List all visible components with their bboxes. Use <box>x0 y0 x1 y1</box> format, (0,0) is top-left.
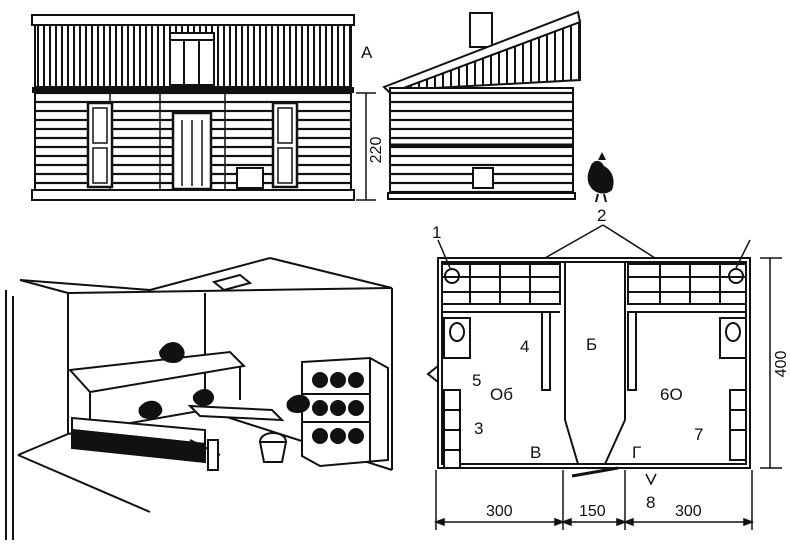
callout-1: 1 <box>432 223 441 242</box>
room-v: В <box>530 443 541 462</box>
arrow-8-icon <box>645 473 657 486</box>
side-elevation <box>382 10 582 200</box>
width-right: 300 <box>675 503 702 520</box>
side-view-marker: 2 <box>597 206 606 225</box>
equip-left: Об <box>490 385 513 404</box>
width-left: 300 <box>486 503 513 520</box>
room-g: Г <box>632 443 641 462</box>
front-height-label: 220 <box>368 137 385 164</box>
interior-perspective <box>5 257 393 540</box>
front-view-label: А <box>361 43 373 62</box>
plan-height-dimension <box>760 257 782 469</box>
plan-width-dimension <box>433 470 755 530</box>
plan-height-label: 400 <box>773 351 790 378</box>
width-middle: 150 <box>579 503 606 520</box>
callout-5: 5 <box>472 371 481 390</box>
callout-4: 4 <box>520 337 529 356</box>
callout-7: 7 <box>694 425 703 444</box>
front-elevation <box>31 14 355 201</box>
equip-right: 6О <box>660 385 683 404</box>
callout-8: 8 <box>646 493 655 512</box>
front-height-dimension: 220 <box>356 92 385 201</box>
rooster-icon <box>587 152 614 203</box>
callout-3: 3 <box>474 419 483 438</box>
room-b: Б <box>586 335 597 354</box>
floor-plan <box>426 224 751 478</box>
